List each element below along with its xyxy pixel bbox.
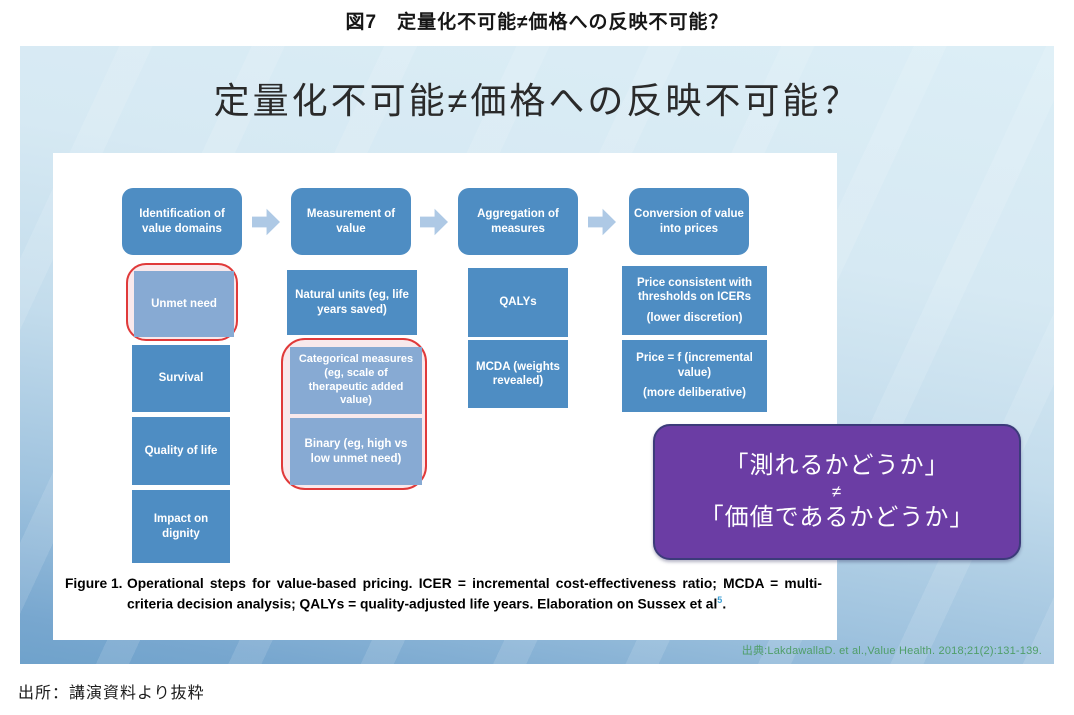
box-impact-on-dignity: Impact on dignity <box>132 490 230 563</box>
box-natural-units: Natural units (eg, life years saved) <box>287 270 417 335</box>
arrow-right-icon <box>252 208 280 236</box>
figure-caption-body: Operational steps for value-based pricin… <box>127 574 822 615</box>
box-price-thresholds-label: Price consistent with thresholds on ICER… <box>636 276 753 304</box>
arrow-right-icon <box>420 208 448 236</box>
box-unmet-need: Unmet need <box>134 271 234 337</box>
box-price-function-sub: (more deliberative) <box>643 387 746 400</box>
box-price-function-label: Price = f (incremental value) <box>636 352 753 379</box>
box-binary: Binary (eg, high vs low unmet need) <box>290 418 422 485</box>
slide-title: 定量化不可能≠価格への反映不可能？ <box>213 80 861 121</box>
box-categorical-measures: Categorical measures (eg, scale of thera… <box>290 347 422 414</box>
highlight-ring-measures: Categorical measures (eg, scale of thera… <box>281 338 427 490</box>
figure-caption-text: Operational steps for value-based pricin… <box>127 576 822 612</box>
header-conversion: Conversion of value into prices <box>629 188 749 255</box>
callout-line-3: 「価値であるかどうか」 <box>699 504 975 532</box>
box-price-thresholds-sub: (lower discretion) <box>646 311 743 324</box>
header-identification: Identification of value domains <box>122 188 242 255</box>
box-qalys: QALYs <box>468 268 568 337</box>
figure-label: 図7 定量化不可能≠価格への反映不可能？ <box>345 12 729 33</box>
box-mcda: MCDA (weights revealed) <box>468 340 568 408</box>
box-price-thresholds: Price consistent with thresholds on ICER… <box>622 266 767 335</box>
figure-caption-superscript: 5 <box>717 595 723 606</box>
flowchart-panel: Identification of value domains Measurem… <box>53 153 837 640</box>
box-survival: Survival <box>132 345 230 412</box>
figure-caption: Figure 1. Operational steps for value-ba… <box>65 574 822 615</box>
not-equal-sign: ≠ <box>831 481 843 501</box>
header-measurement: Measurement of value <box>291 188 411 255</box>
figure-caption-period: . <box>722 597 727 612</box>
box-quality-of-life: Quality of life <box>132 417 230 485</box>
figure-caption-label: Figure 1. <box>65 576 123 591</box>
callout-box: 「測れるかどうか」 ≠ 「価値であるかどうか」 <box>653 424 1021 560</box>
arrow-right-icon <box>588 208 616 236</box>
slide-citation: 出典:LakdawallaD. et al.,Value Health. 201… <box>741 645 1042 657</box>
header-aggregation: Aggregation of measures <box>458 188 578 255</box>
box-price-function: Price = f (incremental value) (more deli… <box>622 340 767 412</box>
slide: 定量化不可能≠価格への反映不可能？ Identification of valu… <box>20 46 1054 664</box>
callout-line-1: 「測れるかどうか」 <box>724 452 950 480</box>
source-note: 出所：講演資料より抜粋 <box>18 685 205 702</box>
highlight-ring-unmet-need: Unmet need <box>126 263 238 341</box>
